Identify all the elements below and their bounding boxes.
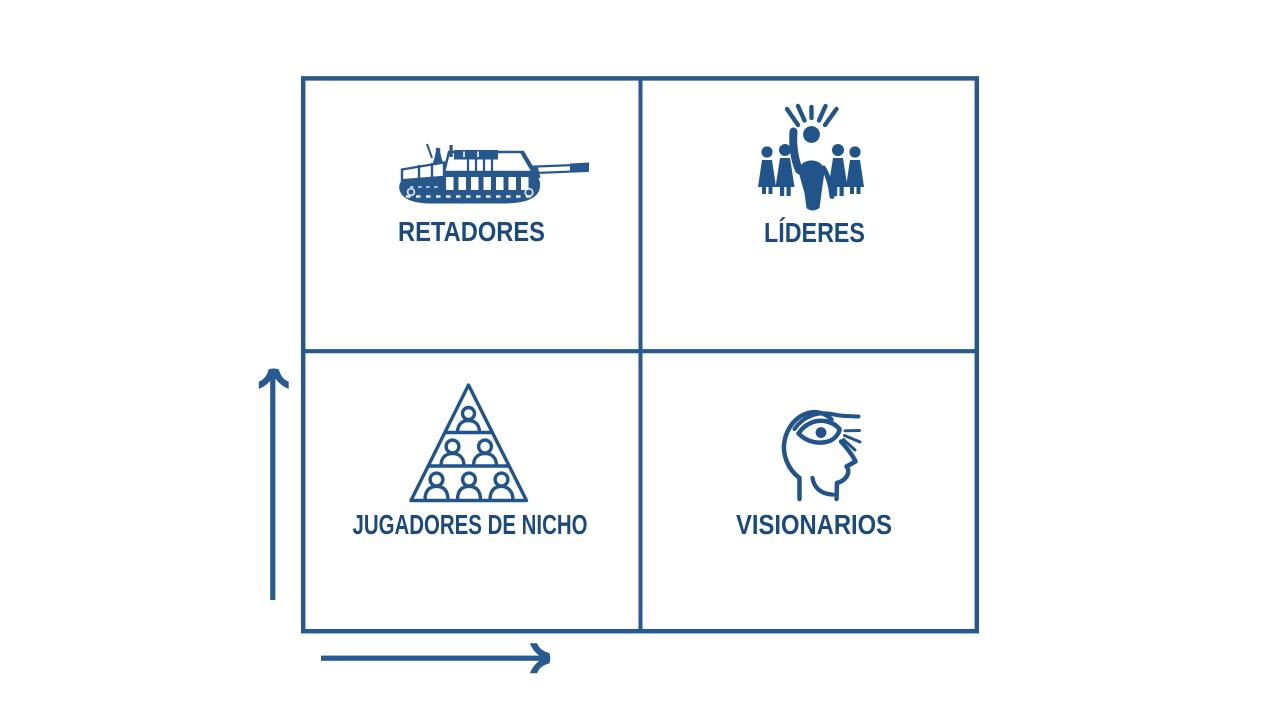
- svg-text:VISIONARIOS: VISIONARIOS: [736, 510, 892, 540]
- svg-text:LÍDERES: LÍDERES: [764, 217, 865, 248]
- svg-text:JUGADORES DE NICHO: JUGADORES DE NICHO: [353, 510, 588, 541]
- svg-text:RETADORES: RETADORES: [398, 217, 545, 247]
